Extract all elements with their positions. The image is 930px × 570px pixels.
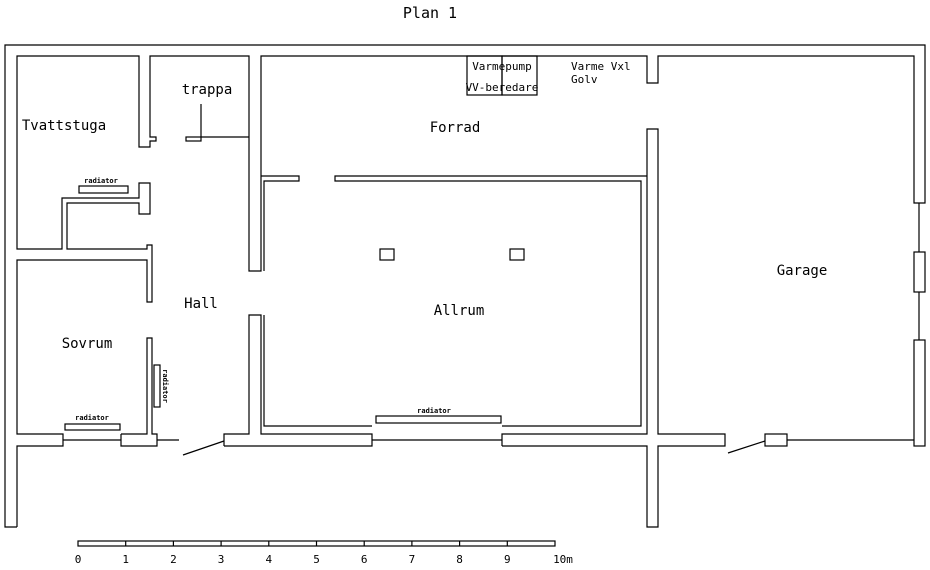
- room-sovrum: Sovrum: [62, 336, 113, 352]
- label-golv: Golv: [571, 73, 598, 86]
- plan-title: Plan 1: [403, 4, 457, 22]
- room-tvattstuga: Tvattstuga: [22, 118, 106, 134]
- scale-label: 8: [456, 553, 463, 566]
- radiator-sovrum: [64, 423, 121, 431]
- column: [379, 248, 395, 261]
- radiator-label: radiator: [161, 369, 169, 403]
- scale-label: 0: [75, 553, 82, 566]
- column: [509, 248, 525, 261]
- room-allrum: Allrum: [434, 303, 485, 319]
- door-swing-hall: [182, 440, 225, 456]
- label-varmepump: Varmepump: [472, 60, 532, 73]
- room-hall: Hall: [184, 296, 218, 312]
- label-vv-beredare: VV-beredare: [466, 81, 539, 94]
- radiator-sovrum-wall: [153, 364, 161, 408]
- room-labels: Tvattstuga trappa Forrad Hall Sovrum All…: [22, 82, 827, 352]
- radiator-allrum: [375, 415, 502, 424]
- vv-beredare-unit: [501, 55, 538, 96]
- radiators: radiator radiator radiator radiator: [64, 177, 502, 431]
- equipment-labels: Varmepump VV-beredare Varme Vxl Golv: [466, 60, 631, 94]
- scale-label: 10m: [553, 553, 573, 566]
- scale-label: 9: [504, 553, 511, 566]
- room-garage: Garage: [777, 263, 828, 279]
- scale-bar: 0 1 2 3 4 5 6 7 8 9 10m: [75, 540, 573, 566]
- radiator-label: radiator: [417, 407, 451, 415]
- room-trappa: trappa: [182, 82, 233, 98]
- scale-label: 4: [265, 553, 272, 566]
- scale-label: 3: [218, 553, 225, 566]
- scale-label: 5: [313, 553, 320, 566]
- walls: [4, 44, 926, 528]
- room-forrad: Forrad: [430, 120, 481, 136]
- radiator-tvattstuga: [78, 185, 129, 194]
- scale-label: 2: [170, 553, 177, 566]
- scale-label: 7: [409, 553, 416, 566]
- scale-label: 6: [361, 553, 368, 566]
- radiator-label: radiator: [75, 414, 109, 422]
- scale-label: 1: [122, 553, 129, 566]
- radiator-label: radiator: [84, 177, 118, 185]
- door-swing-garage: [727, 440, 766, 454]
- label-varme-vxl: Varme Vxl: [571, 60, 631, 73]
